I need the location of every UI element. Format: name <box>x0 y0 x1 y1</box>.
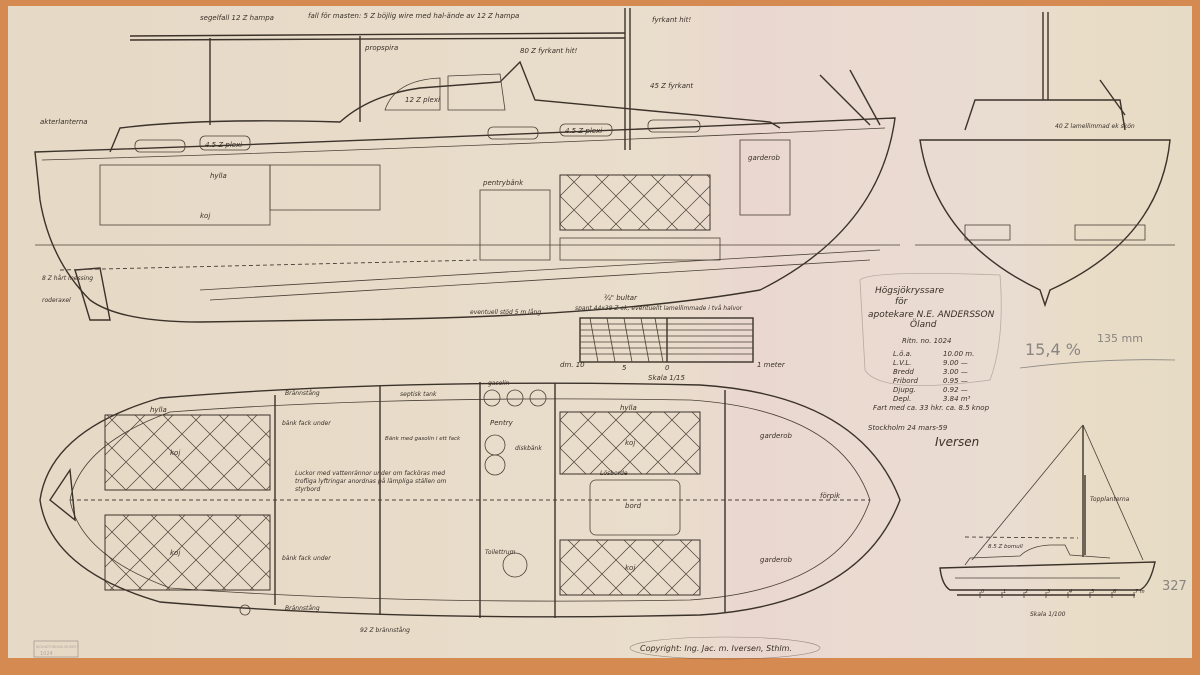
plan-koj-4: koj <box>625 564 635 572</box>
plan-note: Luckor med vattenrännor under om facköra… <box>295 470 447 493</box>
title-type: Högsjökryssare <box>875 286 945 296</box>
title-client: apotekare N.E. ANDERSSON <box>868 310 995 320</box>
spec-value: 9.00 — <box>943 359 968 367</box>
plan-forpik: förpik <box>820 492 841 500</box>
plan-bank-gasolin: Bänk med gasolin i ett fack <box>385 436 461 442</box>
spec-value: 10.00 m. <box>943 350 974 358</box>
pencil-mm: 135 mm <box>1097 332 1143 345</box>
spec-label: Fribord <box>893 377 918 385</box>
title-date: Stockholm 24 mars-59 <box>868 424 948 432</box>
scale-label-left: dm. 10 <box>560 361 585 369</box>
scale-label-right: 1 meter <box>757 361 786 369</box>
scale-tick-label: 4 <box>1069 589 1072 595</box>
plan-toilettrum: Toilettrum <box>485 549 516 556</box>
spec-value: 0.92 — <box>943 386 968 394</box>
plan-koj-2: koj <box>170 549 180 557</box>
title-drawing-no: Ritn. no. 1024 <box>902 337 951 345</box>
spec-label: L.ö.a. <box>893 350 912 358</box>
sail-plan: 0 1 2 3 4 5 6 7 m <box>939 424 1156 598</box>
plan-pentry: Pentry <box>490 419 514 427</box>
plan-lagbord: Lösborde <box>600 470 628 477</box>
spec-value: 3.84 m³ <box>943 395 971 403</box>
scale-bar <box>579 317 754 363</box>
scale-tick-label: 2 <box>1025 589 1028 595</box>
sail-top-label: Topplanterna <box>1090 496 1130 503</box>
label-akterlanterna: akterlanterna <box>40 118 88 126</box>
spec-label: Djupg. <box>893 386 916 394</box>
label-messing: 8 Z hårt messing <box>42 275 93 282</box>
copyright: Copyright: Ing. Jac. m. Iversen, Sthlm. <box>640 644 792 653</box>
label-bulter: ¾" bultar <box>604 294 638 302</box>
label-hylla: hylla <box>210 172 227 180</box>
scale-tick-label: 6 <box>1113 589 1116 595</box>
label-segelfall: segelfall 12 Z hampa <box>200 14 274 22</box>
scale-label-mid: 5 <box>622 364 627 372</box>
label-plexi-1: 12 Z plexi <box>405 96 440 104</box>
spec-label: L.V.L. <box>893 359 911 367</box>
plan-bank-2: bänk fack under <box>282 555 331 562</box>
scale-tick-label: 7 m <box>1135 589 1145 595</box>
title-block: Högsjökryssare för apotekare N.E. ANDERS… <box>868 286 995 449</box>
spec-value: 3.00 — <box>943 368 968 376</box>
label-lamell: 40 Z lamellimmad ek skön <box>1055 123 1135 130</box>
title-for: för <box>895 297 909 307</box>
plan-koj-3: koj <box>625 439 635 447</box>
pencil-corner: 327 <box>1162 579 1187 594</box>
svg-text:1024: 1024 <box>40 651 53 657</box>
scale-tick-label: 3 <box>1047 589 1050 595</box>
plan-septisk: septisk tank <box>400 391 437 398</box>
plan-hylla-1: hylla <box>150 406 167 414</box>
label-pentrybank: pentrybänk <box>482 179 524 187</box>
plan-garderob-1: garderob <box>760 432 793 440</box>
plan-koj-1: koj <box>170 449 180 457</box>
label-fyrkant-45: 45 Z fyrkant <box>650 82 693 90</box>
plan-bank-1: bänk fack under <box>282 420 331 427</box>
label-plexi-3: 4.5 Z plexi <box>565 127 602 135</box>
plan-view <box>39 382 901 618</box>
archive-stamp: SJÖHISTORISKA MUSEET 1024 <box>33 640 79 658</box>
scale-label-zero: 0 <box>665 364 670 372</box>
scale-tick-label: 0 <box>981 589 984 595</box>
plan-bord: bord <box>625 502 642 510</box>
label-roder: roderaxel <box>42 297 71 304</box>
scale-tick-label: 1 <box>1003 589 1006 595</box>
sail-scale: Skala 1/100 <box>1030 611 1066 618</box>
label-kol: eventuell stöd 5 m lång <box>470 309 541 316</box>
pencil-ratio: 15,4 % <box>1025 340 1081 359</box>
plan-gasolin: gasolin <box>488 380 510 387</box>
title-speed: Fart med ca. 33 hkr. ca. 8.5 knop <box>873 404 990 412</box>
label-fall: fall för masten: 5 Z böjlig wire med hal… <box>308 12 519 20</box>
profile-view <box>34 8 900 323</box>
signature: Iversen <box>935 435 979 449</box>
plan-spring: 92 Z brännstång <box>360 627 410 634</box>
section-view <box>915 12 1175 308</box>
label-fyrkant-top: fyrkant hit! <box>652 16 691 24</box>
label-spant: spant 44x38 Z ek, eventuellt lamellimmad… <box>575 305 743 312</box>
label-koj: koj <box>200 212 210 220</box>
scale-caption: Skala 1/15 <box>648 374 686 382</box>
plan-diskbank: diskbänk <box>515 445 542 452</box>
sail-boom-label: 8.5 Z bomull <box>988 544 1023 550</box>
label-propspira: propspira <box>364 44 398 52</box>
plan-brannstang-bottom: Brännstång <box>285 605 320 612</box>
spec-label: Bredd <box>893 368 914 376</box>
scale-tick-label: 5 <box>1091 589 1094 595</box>
plan-garderob-2: garderob <box>760 556 793 564</box>
label-plexi-2: 4.5 Z plexi <box>205 141 242 149</box>
label-fyrkant-mid: 80 Z fyrkant hit! <box>520 47 578 55</box>
spec-value: 0.95 — <box>943 377 968 385</box>
title-place: Öland <box>910 319 937 330</box>
svg-text:SJÖHISTORISKA MUSEET: SJÖHISTORISKA MUSEET <box>36 644 79 649</box>
spec-label: Depl. <box>893 395 911 403</box>
plan-hylla-2: hylla <box>620 404 637 412</box>
plan-brannstang-top: Brännstång <box>285 390 320 397</box>
label-garderob: garderob <box>748 154 781 162</box>
